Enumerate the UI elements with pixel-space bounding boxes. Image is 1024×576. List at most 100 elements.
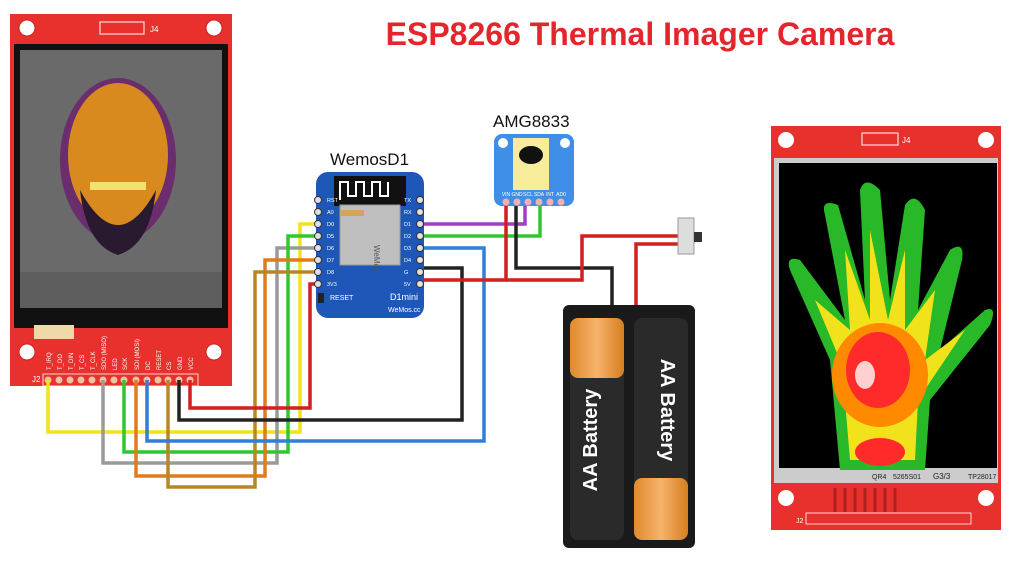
wemos-pin-label: TX bbox=[404, 198, 411, 204]
tft-pin bbox=[66, 376, 74, 384]
sensor-pin-label: AD0 bbox=[556, 192, 566, 198]
wire-green bbox=[122, 234, 318, 454]
wire-blue bbox=[145, 246, 486, 443]
wire-brown bbox=[166, 270, 318, 489]
wemos-pin bbox=[416, 256, 424, 264]
wemos-pin-label: D4 bbox=[404, 258, 411, 264]
wire-purple-scl bbox=[420, 203, 527, 226]
reset-button[interactable] bbox=[318, 293, 324, 303]
battery-1-label: AA Battery bbox=[580, 388, 602, 491]
wemos-pin bbox=[314, 208, 322, 216]
wemos-pin-label: D5 bbox=[327, 234, 334, 240]
tft-pin-label: SDO (MISO) bbox=[102, 336, 108, 370]
tft-pin-label: SDI (MOSI) bbox=[135, 339, 141, 370]
wemos-label: WemosD1 bbox=[330, 150, 409, 169]
tft-pin-label: DC bbox=[146, 361, 152, 370]
wemos-pin bbox=[314, 232, 322, 240]
wemos-pin bbox=[314, 256, 322, 264]
chip-label: WeMos bbox=[372, 245, 381, 272]
battery-2-label: AA Battery bbox=[656, 359, 678, 462]
silk-qr4: QR4 bbox=[872, 474, 887, 481]
sensor-pin-label: SCL bbox=[523, 192, 533, 198]
silk-g3: G3/3 bbox=[933, 472, 951, 481]
wemos-pin-label: D3 bbox=[404, 246, 411, 252]
battery-holder: AA Battery AA Battery bbox=[563, 305, 695, 548]
wires bbox=[46, 203, 680, 489]
wemos-pin-label: D1 bbox=[404, 222, 411, 228]
wemos-pin bbox=[314, 220, 322, 228]
wemos-pin bbox=[314, 244, 322, 252]
sensor-pin-label: VIN bbox=[502, 192, 511, 198]
wemos-pin bbox=[416, 232, 424, 240]
sensor-pin bbox=[535, 198, 543, 206]
wemos-d1-mini: WemosD1 WeMos RESET D1mini WeMos.cc bbox=[316, 150, 424, 318]
brand-label: WeMos.cc bbox=[388, 307, 421, 314]
sensor-pin bbox=[513, 198, 521, 206]
sensor-label: AMG8833 bbox=[493, 112, 570, 131]
tft-pin-label: T_DO bbox=[58, 354, 64, 370]
tft-pin-label: RESET bbox=[157, 350, 163, 370]
wire-yellow bbox=[46, 222, 318, 434]
wemos-pin-label: 3V3 bbox=[327, 282, 337, 288]
tft-pin bbox=[110, 376, 118, 384]
wemos-pin-label: G bbox=[404, 270, 408, 276]
amg8833-sensor: AMG8833 bbox=[493, 112, 574, 206]
sensor-pin-label: GND bbox=[511, 192, 523, 198]
model-label: D1mini bbox=[390, 292, 418, 302]
tft-right-header-label: J4 bbox=[902, 136, 911, 145]
tft-pin-label: LED bbox=[113, 358, 119, 370]
wire-red-battery bbox=[634, 242, 680, 305]
wemos-pin-label: A0 bbox=[327, 210, 334, 216]
tft-pin-label: T_IRQ bbox=[47, 352, 53, 370]
tft-right-pin-header-label: J2 bbox=[796, 518, 804, 525]
wemos-pin bbox=[314, 280, 322, 288]
wemos-pin-label: D2 bbox=[404, 234, 411, 240]
sensor-pin bbox=[546, 198, 554, 206]
thermal-hand bbox=[788, 182, 994, 470]
tft-pin-label: T_CLK bbox=[91, 351, 97, 370]
tft-pin-label: T_DIN bbox=[69, 353, 75, 370]
wire-orange bbox=[134, 258, 318, 478]
wemos-pin-label: RST bbox=[327, 198, 339, 204]
tft-pin-label: T_CS bbox=[80, 355, 86, 370]
wemos-pin-label: D8 bbox=[327, 270, 334, 276]
silk-5265s01: 5265S01 bbox=[893, 474, 921, 481]
wemos-pin bbox=[416, 244, 424, 252]
sensor-pin-label: INT bbox=[546, 192, 554, 198]
wemos-pin bbox=[416, 280, 424, 288]
wemos-pin-label: RX bbox=[404, 210, 412, 216]
power-switch[interactable] bbox=[677, 217, 702, 255]
tft-pin-label: GND bbox=[178, 356, 184, 370]
wemos-pin bbox=[416, 196, 424, 204]
wemos-pin bbox=[314, 196, 322, 204]
wemos-pin bbox=[416, 220, 424, 228]
wemos-pin-label: 5V bbox=[404, 282, 411, 288]
page-title: ESP8266 Thermal Imager Camera bbox=[386, 16, 895, 52]
sensor-pin bbox=[524, 198, 532, 206]
tft-pin bbox=[154, 376, 162, 384]
tft-pin-header-label: J2 bbox=[32, 375, 41, 384]
wire-gray bbox=[101, 246, 318, 465]
tft-pin-label: SCK bbox=[123, 358, 129, 370]
wemos-pin-label: D0 bbox=[327, 222, 334, 228]
wire-black-gnd bbox=[514, 203, 614, 305]
tft-pin-label: CS bbox=[167, 362, 173, 370]
wemos-pin bbox=[416, 208, 424, 216]
tft-pin bbox=[77, 376, 85, 384]
sensor-pin bbox=[502, 198, 510, 206]
reset-label: RESET bbox=[330, 295, 354, 302]
wire-red bbox=[188, 282, 318, 410]
wire-red-switch bbox=[506, 234, 680, 282]
wemos-pin bbox=[314, 268, 322, 276]
tft-header-label: J4 bbox=[150, 25, 159, 34]
tft-pin bbox=[55, 376, 63, 384]
tft-pin-labels: T_IRQ T_DO T_DIN T_CS T_CLK SDO (MISO) LED SCK S… bbox=[44, 336, 195, 384]
wemos-pin-label: D6 bbox=[327, 246, 334, 252]
sensor-pin-label: SDA bbox=[534, 192, 545, 198]
silk-tp28017: TP28017 bbox=[968, 474, 997, 481]
tft-display-right: J4 QR4 5265S01 G3/3 TP28017 J2 bbox=[771, 126, 1001, 530]
wire-black bbox=[177, 266, 464, 422]
